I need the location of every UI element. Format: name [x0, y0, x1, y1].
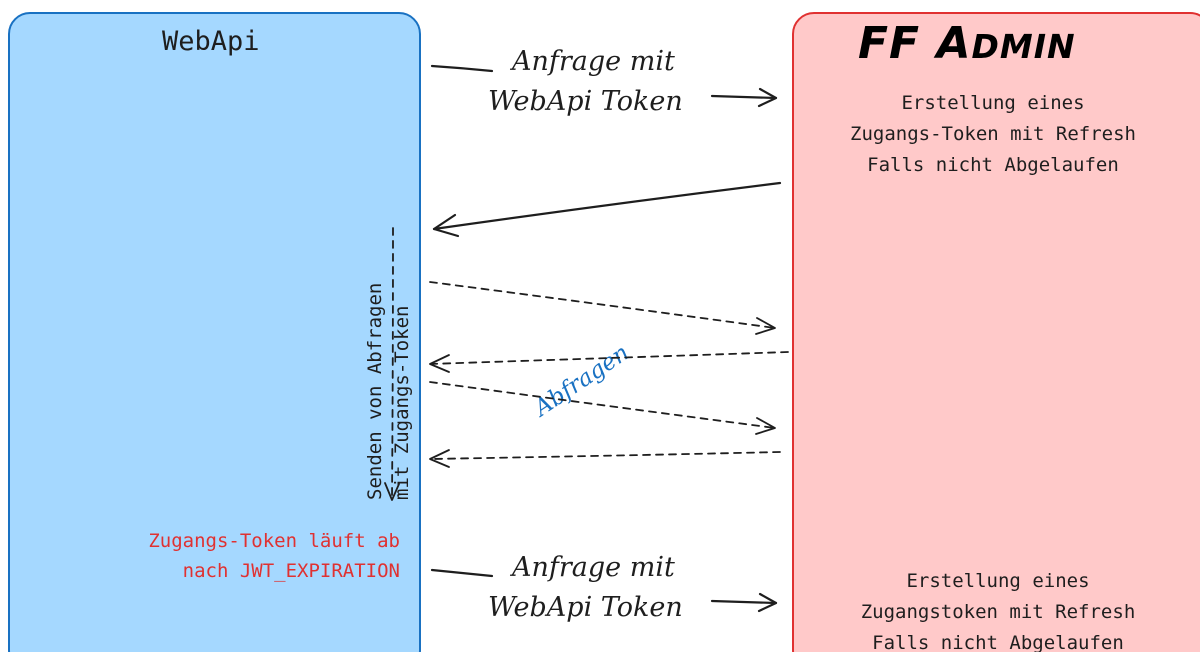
send-queries-vertical-arrow — [391, 227, 394, 499]
ff-admin-title-ff: FF — [858, 18, 937, 69]
query-1-response-arrowhead-icon — [429, 354, 450, 373]
query-2-response-arrowhead-icon — [429, 449, 450, 468]
request-2-label-line-2: WebApi Token — [488, 592, 683, 623]
request-2-arrowhead-icon — [757, 592, 778, 613]
token-expiry-note: Zugangs-Token läuft ab nach JWT_EXPIRATI… — [148, 526, 400, 586]
admin-text-1-line-1: Erstellung eines — [901, 92, 1085, 114]
admin-text-2-line-2: Zugangstoken mit Refresh — [860, 601, 1136, 623]
webapi-box — [8, 12, 421, 652]
response-arrow — [432, 181, 782, 231]
request-1-stroke — [430, 64, 494, 73]
admin-token-creation-text: Erstellung eines Zugangs-Token mit Refre… — [803, 88, 1183, 181]
request-2-stroke — [430, 568, 494, 578]
admin-text-2-line-3: Falls nicht Abgelaufen — [872, 632, 1124, 652]
admin-text-2-line-1: Erstellung eines — [906, 570, 1090, 592]
request-2-arrow — [710, 599, 778, 605]
query-2-response-arrow — [429, 451, 781, 460]
token-expiry-line-2: nach JWT_EXPIRATION — [182, 560, 400, 582]
request-1-label-line-1: Anfrage mit — [512, 46, 675, 77]
webapi-title: WebApi — [162, 26, 260, 57]
query-2-arrowhead-icon — [755, 417, 776, 435]
query-1-response-arrow — [429, 351, 789, 365]
ff-admin-title-a: A — [936, 18, 972, 69]
admin-token-recreation-text: Erstellung eines Zugangstoken mit Refres… — [808, 566, 1188, 652]
ff-admin-title-rest: DMIN — [971, 27, 1076, 66]
token-expiry-line-1: Zugangs-Token läuft ab — [148, 530, 400, 552]
query-1-arrowhead-icon — [755, 317, 776, 335]
request-2-label-line-1: Anfrage mit — [512, 552, 675, 583]
ff-admin-box — [792, 12, 1200, 652]
response-arrowhead-icon — [432, 213, 460, 238]
query-2-arrow — [429, 381, 776, 429]
ff-admin-title: FF ADMIN — [858, 18, 1076, 69]
request-1-arrow — [710, 94, 778, 100]
request-1-label-line-2: WebApi Token — [488, 86, 683, 117]
admin-text-1-line-2: Zugangs-Token mit Refresh — [850, 123, 1136, 145]
query-1-arrow — [429, 281, 776, 329]
admin-text-1-line-3: Falls nicht Abgelaufen — [867, 154, 1119, 176]
request-1-arrowhead-icon — [757, 87, 778, 108]
send-queries-arrowhead-icon — [384, 482, 400, 501]
